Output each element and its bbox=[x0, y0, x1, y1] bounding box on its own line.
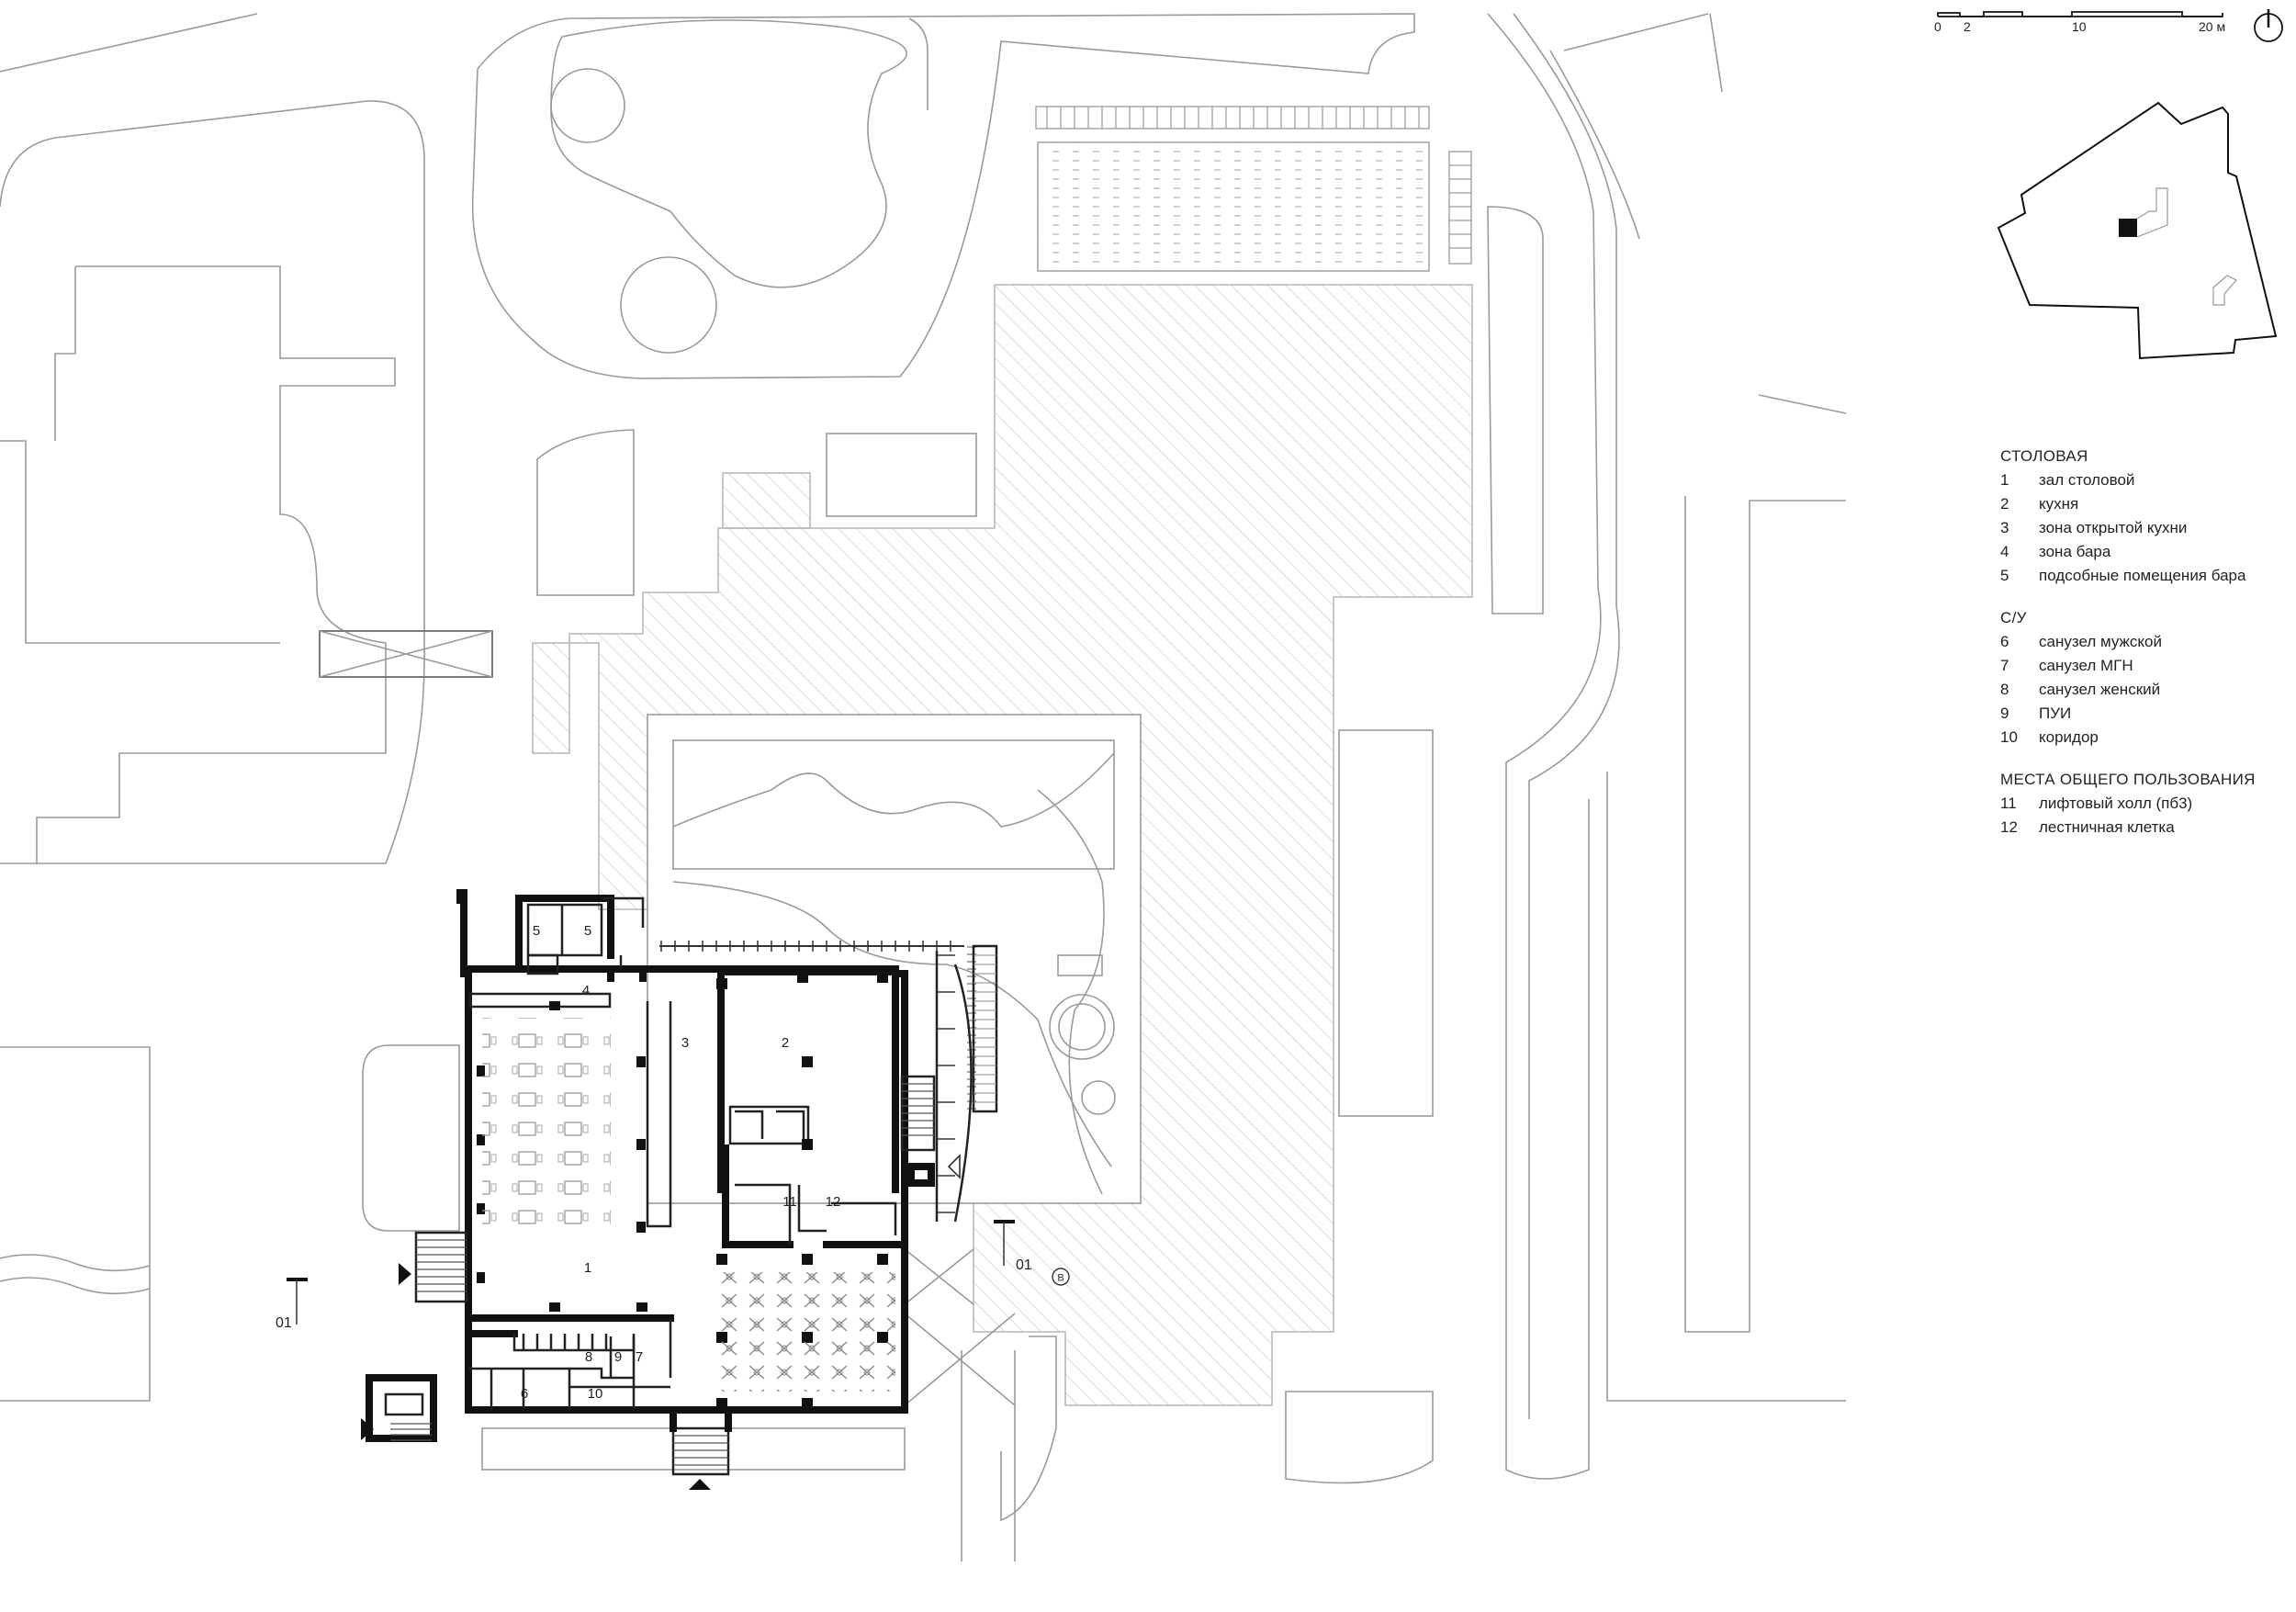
legend-item: 9 ПУИ bbox=[2000, 702, 2276, 726]
room-number-9: 9 bbox=[614, 1349, 622, 1365]
legend-item-label: коридор bbox=[2039, 728, 2099, 746]
legend-item-label: зона бара bbox=[2039, 543, 2111, 560]
water-edge-ticks bbox=[1035, 106, 1472, 265]
legend-item-number: 4 bbox=[2000, 543, 2009, 560]
room-number-12: 12 bbox=[826, 1194, 841, 1210]
legend-group-title: С/У bbox=[2000, 609, 2027, 626]
legend-group: МЕСТА ОБЩЕГО ПОЛЬЗОВАНИЯ 11 лифтовый холл … bbox=[2000, 768, 2276, 840]
room-number-3: 3 bbox=[681, 1035, 689, 1051]
legend-item-number: 9 bbox=[2000, 705, 2009, 722]
axis-marker: B bbox=[1052, 1268, 1070, 1286]
legend-item: 1 зал столовой bbox=[2000, 468, 2276, 492]
legend-item: 2 кухня bbox=[2000, 492, 2276, 516]
legend-item-label: лестничная клетка bbox=[2039, 818, 2175, 836]
legend-item-number: 6 bbox=[2000, 633, 2009, 650]
legend-item-number: 5 bbox=[2000, 567, 2009, 584]
svg-text:0: 0 bbox=[1934, 19, 1941, 34]
building: 1 2 3 4 5 5 6 7 8 9 10 11 12 01 01 B bbox=[276, 889, 1070, 1490]
legend-group-title: СТОЛОВАЯ bbox=[2000, 447, 2088, 465]
legend-item-number: 11 bbox=[2000, 795, 2017, 812]
legend-item: 12 лестничная клетка bbox=[2000, 816, 2276, 840]
legend-group: С/У 6 санузел мужской 7 санузел МГН 8 санузел … bbox=[2000, 606, 2276, 750]
svg-text:20 м: 20 м bbox=[2199, 19, 2225, 34]
legend-item: 4 зона бара bbox=[2000, 540, 2276, 564]
dining-tables bbox=[482, 1018, 611, 1229]
legend-item: 11 лифтовый холл (пб3) bbox=[2000, 792, 2276, 816]
room-number-10: 10 bbox=[588, 1386, 603, 1402]
room-number-2: 2 bbox=[782, 1035, 789, 1051]
entrance-arrow-icon bbox=[689, 1479, 711, 1490]
legend-item-label: санузел МГН bbox=[2039, 657, 2133, 674]
room-number-6: 6 bbox=[521, 1386, 528, 1402]
legend-item-label: зал столовой bbox=[2039, 471, 2135, 489]
room-number-11: 11 bbox=[782, 1194, 797, 1210]
svg-text:10: 10 bbox=[2072, 19, 2087, 34]
legend-item-label: зона открытой кухни bbox=[2039, 519, 2188, 536]
legend-group-title: МЕСТА ОБЩЕГО ПОЛЬЗОВАНИЯ bbox=[2000, 771, 2256, 788]
room-number-1: 1 bbox=[584, 1260, 591, 1276]
svg-text:01: 01 bbox=[1016, 1257, 1032, 1273]
legend-item: 5 подсобные помещения бара bbox=[2000, 564, 2276, 588]
legend-item: 7 санузел МГН bbox=[2000, 654, 2276, 678]
legend-item-label: лифтовый холл (пб3) bbox=[2039, 795, 2193, 812]
legend-item-number: 7 bbox=[2000, 657, 2009, 674]
legend-item-number: 12 bbox=[2000, 818, 2018, 836]
legend-item: 3 зона открытой кухни bbox=[2000, 516, 2276, 540]
room-number-5a: 5 bbox=[533, 923, 540, 939]
room-number-4: 4 bbox=[582, 983, 590, 998]
legend-item-label: ПУИ bbox=[2039, 705, 2072, 722]
entrance-arrow-icon bbox=[947, 1154, 961, 1179]
legend-item: 6 санузел мужской bbox=[2000, 630, 2276, 654]
legend: СТОЛОВАЯ 1 зал столовой 2 кухня 3 зона открыто… bbox=[2000, 445, 2276, 858]
legend-item-number: 2 bbox=[2000, 495, 2009, 513]
legend-item-label: санузел женский bbox=[2039, 681, 2161, 698]
room-number-8: 8 bbox=[585, 1349, 592, 1365]
legend-item-label: подсобные помещения бара bbox=[2039, 567, 2246, 584]
entrance-arrow-icon bbox=[361, 1418, 374, 1440]
section-mark-left: 01 bbox=[276, 1278, 308, 1331]
legend-item: 10 коридор bbox=[2000, 726, 2276, 750]
legend-item-label: санузел мужской bbox=[2039, 633, 2162, 650]
legend-item-label: кухня bbox=[2039, 495, 2079, 513]
cafe-tables bbox=[721, 1272, 895, 1392]
key-plan bbox=[1997, 101, 2278, 360]
legend-item: 8 санузел женский bbox=[2000, 678, 2276, 702]
section-mark-right: 01 bbox=[994, 1220, 1032, 1273]
svg-text:2: 2 bbox=[1964, 19, 1971, 34]
north-arrow-icon bbox=[2254, 9, 2283, 42]
legend-item-number: 1 bbox=[2000, 471, 2009, 489]
room-number-5b: 5 bbox=[584, 923, 591, 939]
svg-text:01: 01 bbox=[276, 1315, 292, 1331]
legend-item-number: 8 bbox=[2000, 681, 2009, 698]
svg-text:B: B bbox=[1057, 1273, 1064, 1284]
legend-group: СТОЛОВАЯ 1 зал столовой 2 кухня 3 зона открыто… bbox=[2000, 445, 2276, 588]
legend-item-number: 3 bbox=[2000, 519, 2009, 536]
room-number-7: 7 bbox=[636, 1349, 643, 1365]
entrance-arrow-icon bbox=[399, 1263, 411, 1285]
scale-bar: 0 2 10 20 м bbox=[1934, 11, 2225, 34]
legend-item-number: 10 bbox=[2000, 728, 2018, 746]
